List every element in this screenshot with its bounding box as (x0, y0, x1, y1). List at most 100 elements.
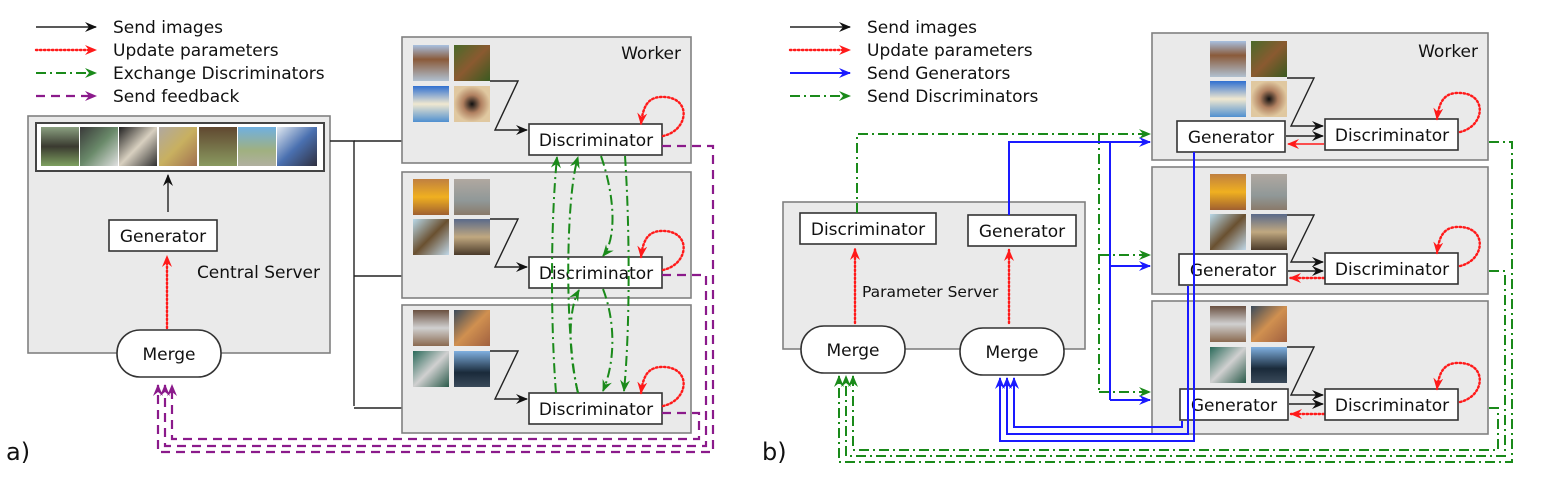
worker-b-1-image-dog (1210, 81, 1246, 117)
worker-a-3: Discriminator (401, 304, 692, 434)
worker-a-1-image-deer-2 (454, 45, 490, 81)
worker-a-1: Worker Discriminator (401, 36, 692, 164)
worker-b-1-real-images-arrow (1287, 77, 1324, 131)
worker-b-1-image-deer-2 (1251, 41, 1287, 77)
exchange-discriminators-arrows (550, 155, 631, 394)
worker-a-3-image-ship-2 (454, 351, 490, 387)
worker-a-1-discriminator-box (528, 123, 663, 156)
worker-a-3-image-horse (413, 310, 449, 346)
worker-b-3-image-ship-2 (1251, 347, 1287, 383)
send-discriminators-from-ps (856, 129, 1151, 397)
worker-b-2-discriminator-label: Discriminator (1335, 260, 1449, 280)
worker-b-2-image-car (1210, 174, 1246, 210)
worker-a-3-discriminator-box (528, 392, 663, 425)
worker-a-1-discriminator-label: Discriminator (539, 131, 653, 151)
central-merge-label: Merge (142, 345, 195, 365)
send-discriminators-to-merge (834, 141, 1513, 463)
gen-worker-2-to-merge (1002, 286, 1189, 435)
worker-b-1-generator-box (1176, 120, 1286, 153)
feedback-worker-1 (153, 144, 715, 454)
exchange-w1-to-w3 (620, 155, 631, 392)
worker-b-1-image-deer (1210, 41, 1246, 77)
worker-b-2-generator-box (1178, 253, 1288, 286)
exchange-w3-to-w2 (569, 289, 580, 394)
send-images-trunk (330, 140, 355, 406)
generated-image-deer (199, 127, 237, 166)
disc-worker-3-to-merge (848, 375, 1499, 451)
ps-discriminator-label: Discriminator (811, 220, 925, 240)
generated-image-airplane (41, 127, 79, 166)
worker-b-3-generator-box (1179, 388, 1289, 421)
worker-b-1-discriminator-label: Discriminator (1335, 126, 1449, 146)
legend-b-update-parameters-label: Update parameters (867, 41, 1033, 61)
panel-a: Send images Update parameters Exchange D… (6, 18, 715, 466)
worker-a-2-image-bird-2 (454, 219, 490, 255)
worker-b-2-self-update-arrow (1433, 225, 1481, 268)
legend-send-feedback-label: Send feedback (113, 87, 239, 107)
generated-images (41, 127, 317, 166)
send-generators-from-ps (1008, 137, 1151, 405)
worker-a-2-image-car-2 (454, 179, 490, 215)
worker-a-3-discriminator-label: Discriminator (539, 400, 653, 420)
disc-worker-1-to-merge (834, 141, 1513, 463)
generated-image-bird (159, 127, 197, 166)
exchange-w3-to-w1-outer (550, 156, 561, 394)
worker-a-1-image-dog-2 (454, 86, 490, 122)
ps-merge-left-label: Merge (826, 341, 879, 361)
worker-b-3-discriminator-label: Discriminator (1335, 396, 1449, 416)
worker-a-1-real-images-arrow (490, 80, 528, 135)
worker-b-1-generator-label: Generator (1188, 128, 1274, 148)
worker-b-1-discriminator-box (1324, 118, 1459, 151)
central-generator-box (108, 219, 218, 252)
send-feedback-lines (153, 144, 715, 454)
legend-b-send-discriminators-label: Send Discriminators (867, 87, 1038, 107)
worker-a-2-image-car (413, 179, 449, 215)
worker-b-2-real-images-arrow (1287, 214, 1324, 267)
central-generator-label: Generator (120, 227, 206, 247)
worker-b-3-discriminator-box (1324, 388, 1459, 421)
panel-b: Send images Update parameters Send Gener… (762, 18, 1513, 466)
gen-worker-3-to-merge (1009, 377, 1183, 428)
worker-b-3-image-ship (1210, 347, 1246, 383)
central-merge-node (116, 329, 222, 378)
generated-image-airplane-2 (238, 127, 276, 166)
ps-gen-to-worker-1 (1008, 137, 1151, 215)
worker-b-3-image-horse-2 (1251, 306, 1287, 342)
worker-b-1-title: Worker (1418, 42, 1478, 62)
worker-b-1-image-dog-2 (1251, 81, 1287, 117)
worker-b-2: Generator Discriminator (1151, 166, 1489, 295)
ps-disc-to-worker-1 (856, 129, 1151, 213)
worker-b-3-self-update-arrow (1433, 361, 1481, 404)
ps-merge-left-node (800, 325, 906, 374)
worker-b-1: Worker Generator Discriminator (1151, 32, 1489, 161)
worker-b-2-image-car-2 (1251, 174, 1287, 210)
worker-b-3-image-horse (1210, 306, 1246, 342)
worker-b-1-self-update-arrow (1433, 91, 1481, 134)
parameter-server: Discriminator Generator Parameter Server… (782, 201, 1086, 376)
central-server-title: Central Server (197, 263, 320, 283)
legend-exchange-discriminators-label: Exchange Discriminators (113, 64, 325, 84)
worker-a-2-image-bird (413, 219, 449, 255)
worker-a-3-self-update-arrow (637, 365, 685, 408)
worker-b-2-image-bird-2 (1251, 214, 1287, 250)
feedback-worker-3 (167, 384, 701, 441)
worker-a-3-image-horse-2 (454, 310, 490, 346)
worker-b-3: Generator Discriminator (1151, 300, 1489, 435)
ps-discriminator-box (799, 212, 937, 245)
ps-merge-right-label: Merge (985, 343, 1038, 363)
legend-b-send-generators-label: Send Generators (867, 64, 1011, 84)
ps-generator-label: Generator (979, 222, 1065, 242)
worker-b-2-image-bird (1210, 214, 1246, 250)
feedback-worker-2 (160, 273, 708, 448)
worker-a-2-self-update-arrow (637, 229, 685, 272)
legend-update-parameters-label: Update parameters (113, 41, 279, 61)
worker-a-1-self-update-arrow (637, 95, 685, 138)
ps-merge-right-node (959, 327, 1065, 376)
worker-b-2-discriminator-box (1324, 252, 1459, 285)
send-generators-to-merge (995, 152, 1195, 442)
worker-a-3-image-ship (413, 351, 449, 387)
worker-a-1-image-deer (413, 45, 449, 81)
worker-b-3-real-images-arrow (1287, 346, 1324, 400)
worker-a-3-real-images-arrow (490, 350, 528, 404)
